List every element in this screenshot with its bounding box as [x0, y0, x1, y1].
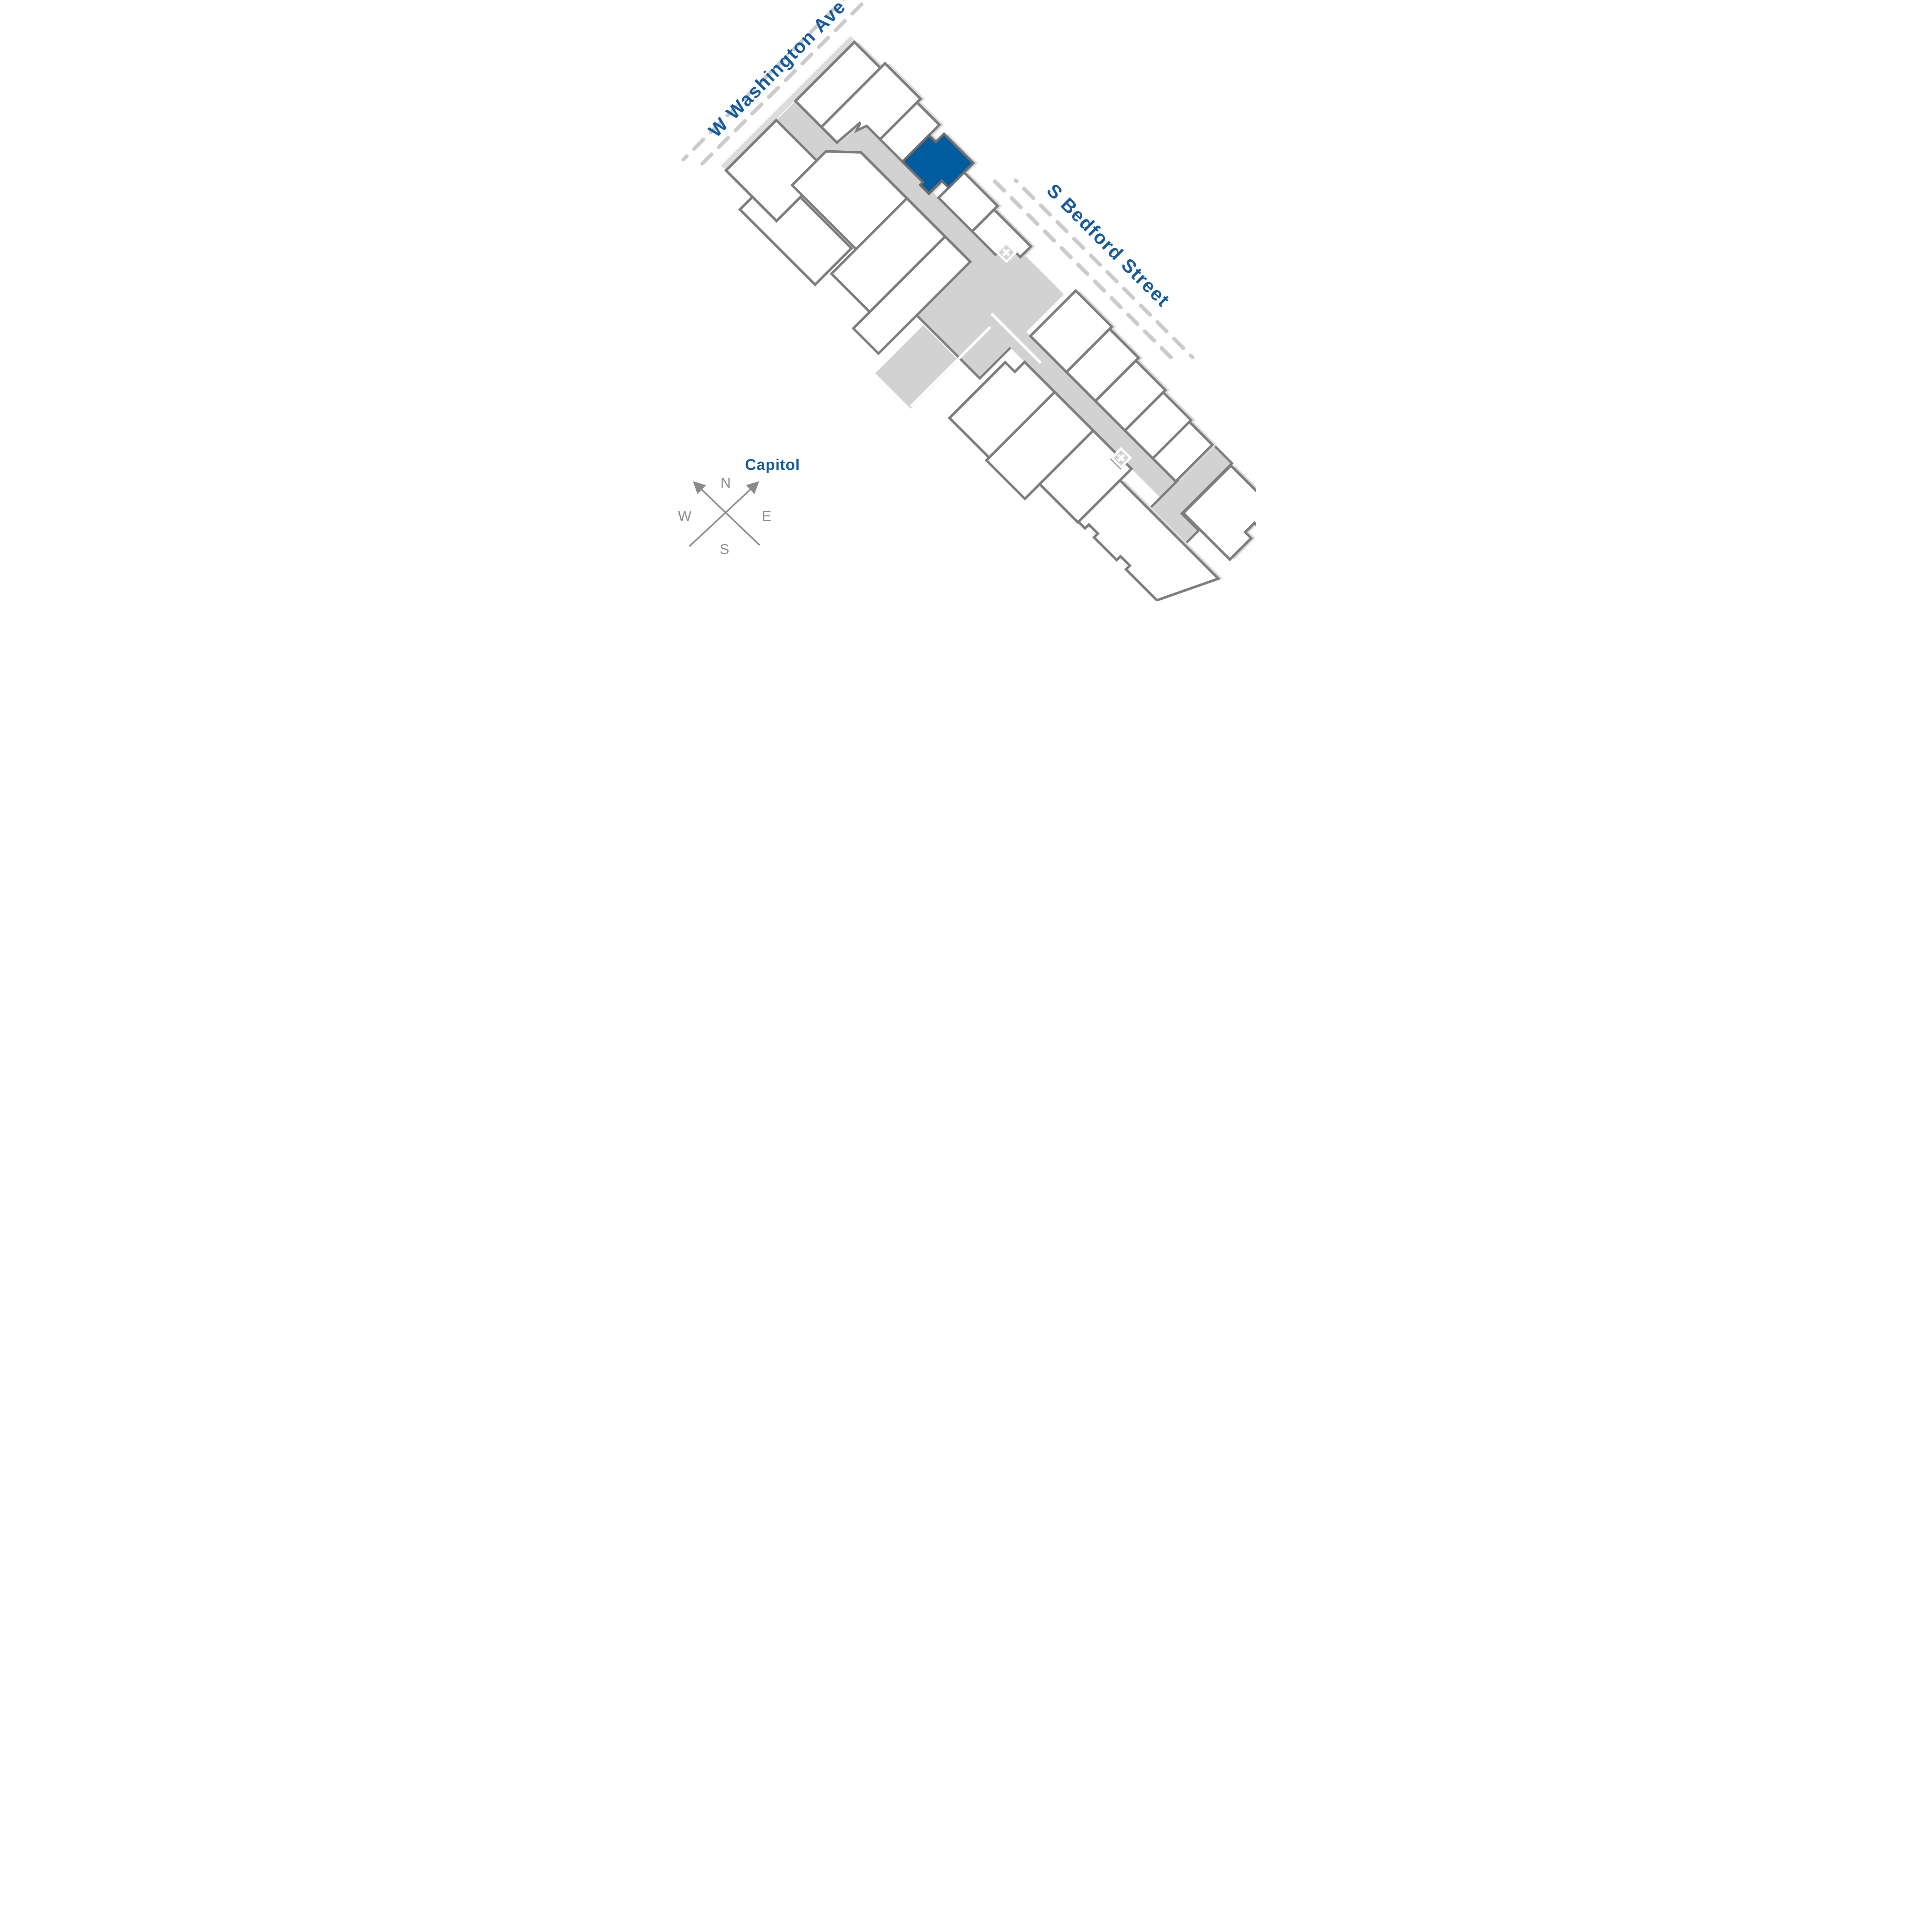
bedford-street-label: S Bedford Street	[1043, 180, 1174, 311]
capitol-label: Capitol	[745, 456, 800, 473]
compass-n: N	[721, 475, 731, 491]
unit-s2[interactable]	[985, 390, 1095, 501]
plaza-arm	[875, 325, 959, 409]
site-plan-map: W Washington Ave S Bedford Street N W E …	[676, 0, 1256, 601]
x-marker-glyph	[1002, 248, 1010, 257]
bedford-street-dash-line-2	[1014, 178, 1195, 359]
x-marker-glyph	[1117, 454, 1125, 462]
walkway-paving-layer	[776, 101, 1234, 547]
unit-r-end-building[interactable]	[1077, 478, 1221, 601]
x-markers-layer	[995, 241, 1132, 469]
washington-ave-dash-line-2	[681, 0, 847, 162]
compass-e: E	[762, 508, 772, 524]
compass-s: S	[720, 541, 730, 557]
washington-sidewalk-band	[721, 36, 855, 170]
building-units-layer	[724, 40, 1256, 601]
compass-northwest-arrow	[693, 481, 760, 546]
upper-walkway	[776, 101, 988, 264]
washington-ave-dash-line	[696, 2, 864, 170]
unit-p[interactable]	[1151, 420, 1214, 483]
rotated-site-group	[681, 0, 1256, 601]
bedford-street-dash-line	[993, 179, 1175, 361]
plaza-path-gap-line	[990, 313, 1042, 364]
compass: N W E S Capitol	[678, 456, 800, 557]
lower-walkway	[1006, 328, 1177, 498]
compass-northeast-arrow	[689, 481, 759, 547]
central-plaza	[916, 230, 1064, 379]
street-lines	[681, 0, 1195, 361]
site-plan-svg: W Washington Ave S Bedford Street N W E …	[678, 0, 1256, 601]
plaza-arm-gap-line	[910, 326, 992, 408]
unit-h[interactable]	[790, 134, 909, 251]
x-marker-upper	[995, 241, 1017, 264]
compass-w: W	[678, 508, 692, 524]
highlighted-unit[interactable]	[900, 127, 975, 201]
x-marker-lower	[1110, 447, 1132, 469]
unit-j[interactable]	[851, 235, 972, 355]
plaza-south-edge	[915, 314, 1012, 380]
unit-q[interactable]	[1181, 464, 1256, 561]
unit-g[interactable]	[738, 173, 854, 287]
